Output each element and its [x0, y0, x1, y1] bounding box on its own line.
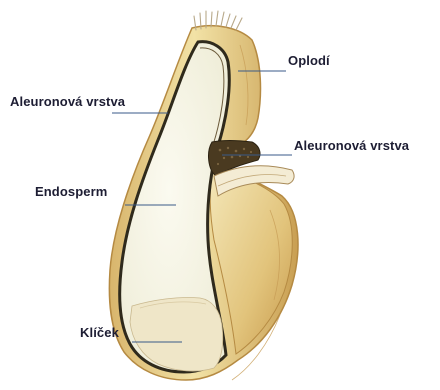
- label-germ: Klíček: [80, 325, 119, 340]
- label-pericarp: Oplodí: [288, 53, 330, 68]
- label-aleurone-right: Aleuronová vrstva: [294, 138, 409, 153]
- label-aleurone-left: Aleuronová vrstva: [10, 94, 125, 109]
- label-endosperm: Endosperm: [35, 184, 107, 199]
